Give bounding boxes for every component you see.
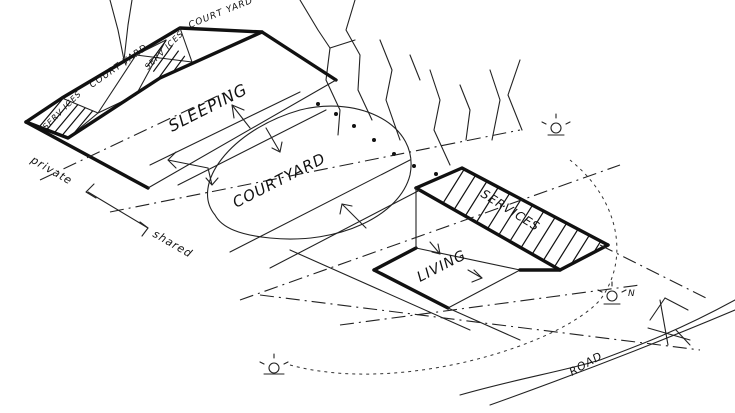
label-courtyard: COURTYARD (230, 149, 329, 211)
sun-path (289, 159, 618, 375)
sun-icon (541, 113, 571, 136)
label-court-yard-top: COURT YARD (187, 0, 254, 31)
road (459, 299, 735, 406)
column-dots (316, 102, 438, 176)
sun-icon (259, 353, 289, 375)
courtyard-outline (206, 105, 412, 240)
label-private: private (28, 153, 75, 188)
label-court-yard-small: COURT YARD (88, 43, 150, 91)
label-road: ROAD (567, 349, 605, 378)
tree-scribbles (109, 0, 523, 166)
north-arrow-icon (647, 297, 691, 346)
label-north: N (628, 289, 636, 299)
label-services-small-left: SERV ICES (41, 89, 83, 131)
services-hatch (419, 168, 608, 270)
boundary-lines (39, 89, 711, 351)
label-shared: shared (151, 227, 195, 260)
circulation-arrows (85, 104, 483, 283)
sun-icon (597, 281, 627, 305)
